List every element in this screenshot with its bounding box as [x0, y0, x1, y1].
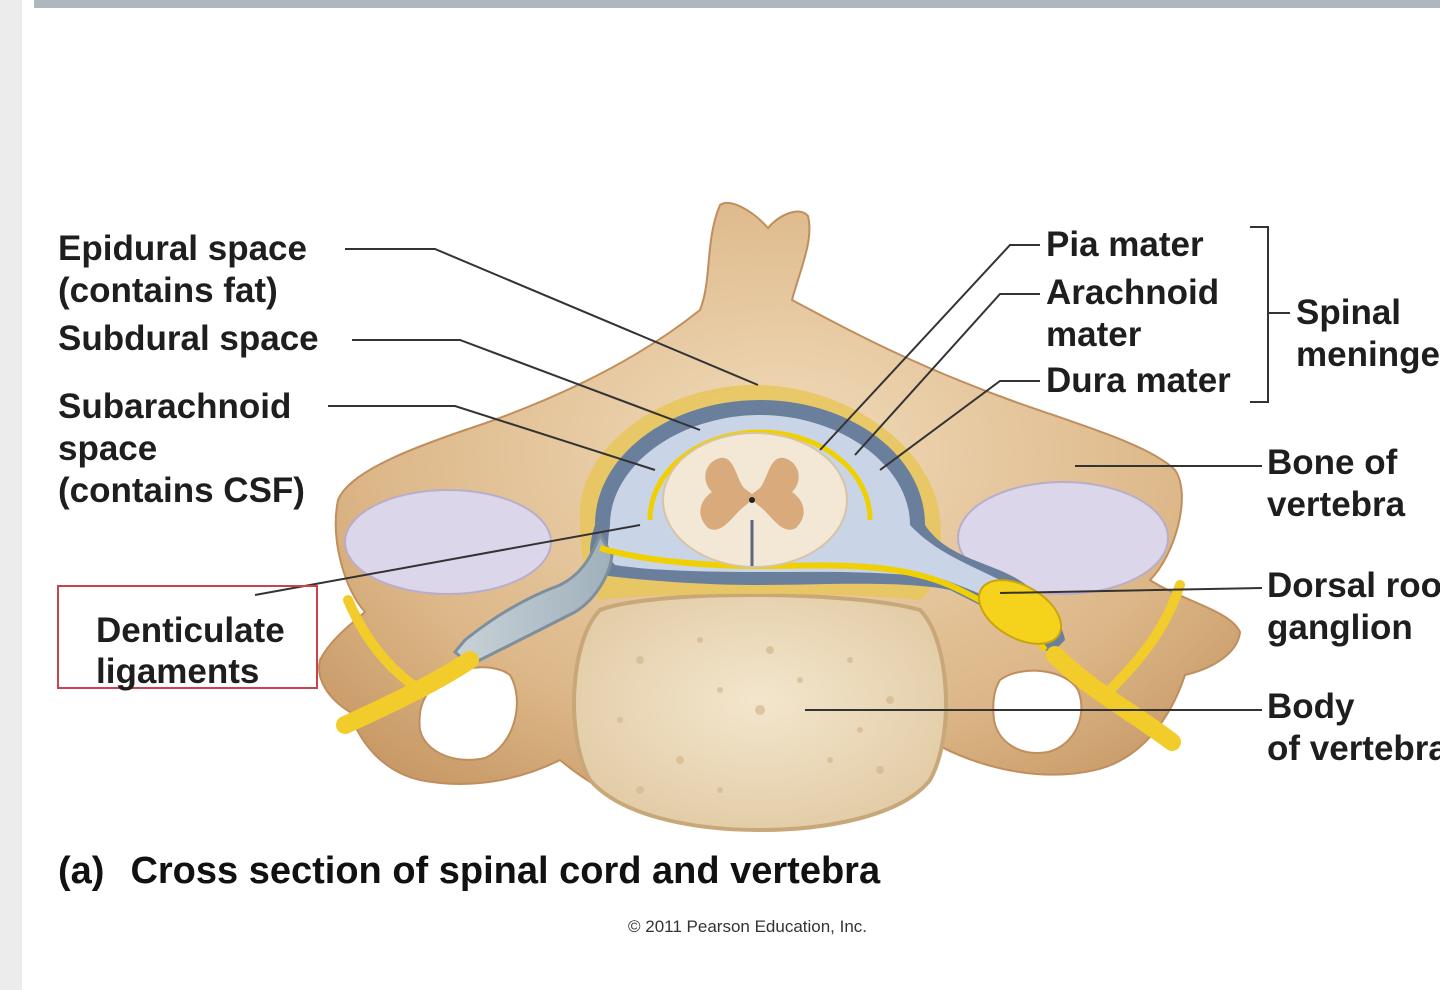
label-arachnoid-line1: Arachnoid — [1046, 273, 1220, 312]
label-ganglion-line2: ganglion — [1267, 608, 1413, 647]
leader-subarachnoid — [328, 405, 656, 471]
label-epidural-line1: Epidural space — [58, 229, 307, 268]
label-dorsal-root-ganglion: Dorsal root ganglion — [1267, 565, 1440, 649]
label-subarachnoid-line2: space — [58, 429, 158, 468]
leader-denticulate — [254, 524, 641, 596]
spinal-nerve-right-branch — [1105, 580, 1185, 695]
denticulate-highlight-box — [57, 585, 318, 689]
articular-facet-right — [957, 481, 1169, 595]
label-dura-line1: Dura mater — [1046, 361, 1231, 400]
spinal-nerve-right — [1046, 646, 1181, 751]
label-denticulate-line1: Denticulate — [96, 611, 285, 650]
leader-pia — [819, 244, 1040, 451]
label-subarachnoid-space: Subarachnoid space (contains CSF) — [58, 386, 305, 512]
trabecular-bone-texture — [617, 637, 894, 794]
label-body-of-vertebra: Body of vertebra — [1267, 686, 1440, 770]
transverse-foramen-left — [418, 666, 518, 761]
label-meninges-line1: Spinal — [1296, 293, 1402, 332]
label-epidural-line2: (contains fat) — [58, 271, 278, 310]
label-epidural-space: Epidural space (contains fat) — [58, 228, 307, 312]
leader-lines — [254, 226, 1290, 711]
label-meninges-line2: meninges — [1296, 335, 1440, 374]
central-canal — [749, 497, 755, 503]
label-arachnoid-mater: Arachnoid mater — [1046, 272, 1219, 356]
label-bone-line2: vertebra — [1267, 485, 1406, 524]
leader-ganglion — [999, 587, 1263, 594]
leader-dura — [879, 380, 1040, 471]
label-body-line2: of vertebra — [1267, 729, 1440, 768]
label-body-line1: Body — [1267, 687, 1355, 726]
label-subdural-line1: Subdural space — [58, 319, 319, 358]
label-subarachnoid-line3: (contains CSF) — [58, 471, 305, 510]
leader-arachnoid — [854, 293, 1040, 456]
label-ganglion-line1: Dorsal root — [1267, 566, 1440, 605]
figure-caption: (a) Cross section of spinal cord and vert… — [58, 850, 880, 893]
pia-mater — [647, 429, 873, 521]
transverse-foramen-right — [992, 669, 1083, 754]
label-subdural-space: Subdural space — [58, 318, 319, 360]
dorsal-root-ganglion — [977, 579, 1063, 645]
leader-subdural — [352, 339, 701, 431]
top-bar — [34, 0, 1440, 8]
label-spinal-meninges: Spinal meninges — [1296, 292, 1440, 376]
gray-matter — [700, 457, 804, 530]
label-denticulate-ligaments: Denticulate ligaments — [96, 610, 285, 692]
label-arachnoid-line2: mater — [1046, 315, 1142, 354]
label-bone-of-vertebra: Bone of vertebra — [1267, 442, 1405, 526]
label-pia-mater: Pia mater — [1046, 224, 1204, 266]
articular-facet-left — [344, 489, 552, 595]
meninges-bracket — [1250, 226, 1269, 403]
left-margin-strip — [0, 0, 22, 990]
spinal-nerve-left-branch — [343, 595, 425, 695]
label-subarachnoid-line1: Subarachnoid — [58, 387, 292, 426]
copyright-notice: © 2011 Pearson Education, Inc. — [628, 917, 868, 936]
label-bone-line1: Bone of — [1267, 443, 1398, 482]
caption-part-letter: (a) — [58, 850, 105, 892]
label-pia-line1: Pia mater — [1046, 225, 1204, 264]
caption-title: Cross section of spinal cord and vertebr… — [130, 850, 881, 892]
leader-epidural — [345, 248, 759, 386]
label-dura-mater: Dura mater — [1046, 360, 1231, 402]
label-denticulate-line2: ligaments — [96, 652, 260, 691]
